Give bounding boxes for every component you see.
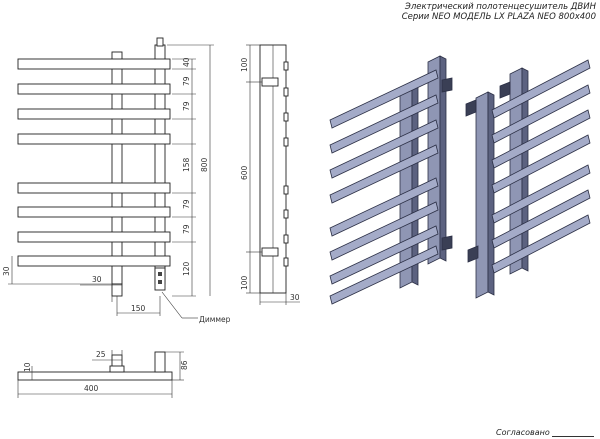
top-left-bracket bbox=[109, 365, 125, 373]
side-bracket-top bbox=[261, 77, 279, 87]
side-dim-depth-30: 30 bbox=[290, 293, 300, 302]
front-bar bbox=[17, 206, 171, 218]
dimmer-label: Диммер bbox=[199, 315, 231, 324]
dim-79-b: 79 bbox=[182, 101, 191, 111]
dimmer-knob-icon bbox=[158, 272, 162, 276]
top-bar bbox=[17, 371, 173, 381]
dim-overall-800: 800 bbox=[200, 157, 209, 172]
top-dim-86: 86 bbox=[180, 360, 189, 370]
iso-unit-left bbox=[329, 55, 453, 305]
approval-label: Согласовано bbox=[496, 428, 550, 437]
dim-79-a: 79 bbox=[182, 76, 191, 86]
approval-signature-line bbox=[552, 436, 594, 437]
dim-40: 40 bbox=[182, 57, 191, 67]
dim-120: 120 bbox=[182, 261, 191, 276]
dim-158: 158 bbox=[182, 157, 191, 172]
top-dim-400: 400 bbox=[84, 384, 99, 393]
dimmer-knob-icon bbox=[158, 280, 162, 284]
iso-unit-right bbox=[465, 59, 591, 299]
side-bracket-bottom bbox=[261, 247, 279, 257]
side-lugs bbox=[283, 61, 289, 267]
front-bar bbox=[17, 231, 171, 243]
front-bar bbox=[17, 83, 171, 95]
drawing-title-line2: Серии NEO МОДЕЛЬ LX PLAZA NEO 800х400 bbox=[401, 12, 596, 22]
front-view: 40 79 79 158 79 79 120 800 30 30 150 Дим… bbox=[2, 37, 231, 324]
front-bar bbox=[17, 58, 171, 70]
dim-bottom-30: 30 bbox=[92, 275, 102, 284]
top-view: 25 10 86 400 bbox=[17, 350, 189, 398]
dim-79-d: 79 bbox=[182, 224, 191, 234]
top-dim-25: 25 bbox=[96, 350, 106, 359]
dimmer-box bbox=[154, 267, 166, 291]
front-bar bbox=[17, 133, 171, 145]
top-dim-10: 10 bbox=[23, 362, 32, 372]
dim-left-30: 30 bbox=[2, 266, 11, 276]
side-dim-top-100: 100 bbox=[240, 57, 249, 72]
front-bar bbox=[17, 255, 171, 267]
dim-width-150: 150 bbox=[131, 304, 146, 313]
side-dim-bottom-100: 100 bbox=[240, 275, 249, 290]
front-bar bbox=[17, 182, 171, 194]
top-right-post bbox=[154, 351, 166, 373]
side-dim-600: 600 bbox=[240, 165, 249, 180]
front-left-post-foot bbox=[111, 283, 123, 297]
isometric-view bbox=[329, 55, 591, 305]
front-bars bbox=[17, 58, 171, 267]
front-bar bbox=[17, 108, 171, 120]
front-right-post bbox=[154, 44, 166, 285]
drawing-title-line1: Электрический полотенцесушитель ДВИН bbox=[404, 2, 596, 12]
side-view: 100 600 100 30 bbox=[240, 44, 300, 305]
front-post-cap bbox=[156, 37, 164, 47]
dim-79-c: 79 bbox=[182, 199, 191, 209]
